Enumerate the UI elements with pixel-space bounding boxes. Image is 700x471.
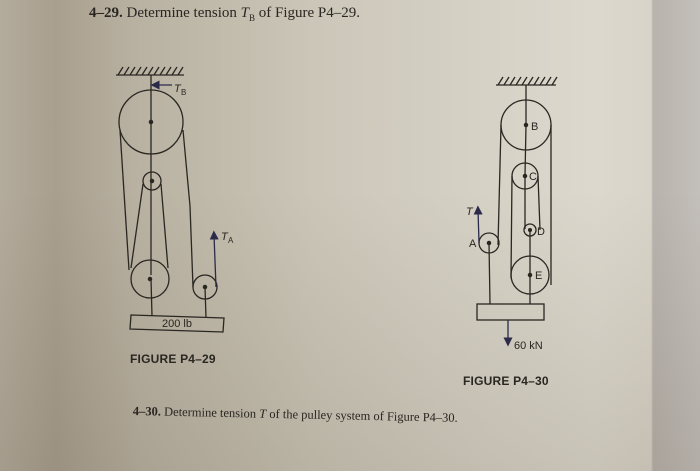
tension-b-label: T [174, 83, 182, 95]
tension-a-subscript: A [228, 236, 234, 245]
problem-text: Determine tension [163, 404, 260, 421]
pulley-middle [142, 171, 162, 191]
load-label-200lb: 200 lb [162, 318, 192, 330]
pulley-a-label: A [469, 238, 477, 250]
pulley-d-label: D [537, 226, 545, 238]
problem-text-tail: of Figure P4–29. [255, 5, 360, 21]
pulley-b-label: B [531, 121, 538, 133]
pulley-e-label: E [535, 270, 542, 282]
figure-p4-30-caption: FIGURE P4–30 [463, 374, 549, 388]
load-block-200lb [129, 314, 225, 333]
tension-b-subscript: B [181, 88, 186, 97]
tension-a-label: T [221, 231, 229, 243]
problem-number: 4–30. [132, 404, 162, 419]
load-block [476, 303, 545, 321]
pulley-c-label: C [529, 171, 537, 183]
variable-subscript: B [248, 13, 255, 23]
load-label-60kn: 60 kN [514, 340, 543, 352]
variable: T [240, 5, 249, 21]
problem-number: 4–29. [89, 5, 123, 21]
figure-p4-30 [473, 76, 558, 347]
ceiling-hatch-icon [496, 76, 558, 86]
ceiling-hatch-icon [116, 66, 184, 76]
figure-p4-29-caption: FIGURE P4–29 [130, 352, 216, 366]
tension-t-label: T [466, 206, 474, 218]
problem-text-tail: of the pulley system of Figure P4–30. [266, 406, 458, 425]
problem-4-29-statement: 4–29. Determine tension TB of Figure P4–… [89, 5, 360, 23]
problem-text: Determine tension [126, 5, 241, 21]
figure-p4-29 [116, 66, 225, 333]
pulley-lower-left [130, 259, 170, 299]
